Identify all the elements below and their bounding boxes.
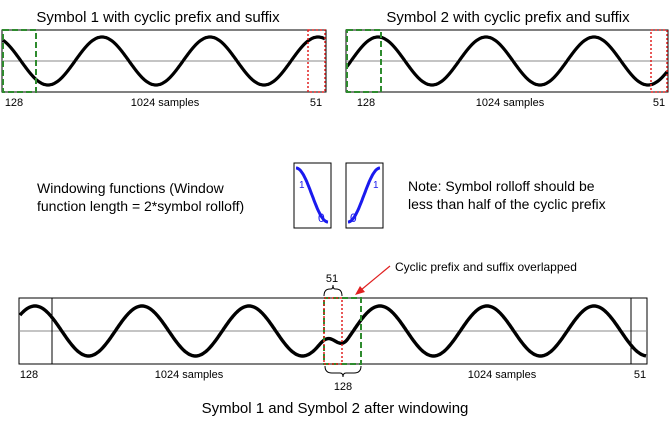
combined-suffix-label: 51 <box>634 369 646 381</box>
panel-1-prefix-label: 128 <box>5 97 23 109</box>
panel-2-length-label: 1024 samples <box>476 97 545 109</box>
brace-top <box>323 284 343 297</box>
panel-2-prefix-box <box>346 29 382 93</box>
panel-2-waveform <box>345 35 669 87</box>
combined-panel: Cyclic prefix and suffix overlapped 51 1… <box>18 260 648 417</box>
note-line-2: less than half of the cyclic prefix <box>408 196 606 212</box>
combined-waveform <box>18 304 647 358</box>
panel-1-title: Symbol 1 with cyclic prefix and suffix <box>36 9 280 26</box>
panel-symbol-2: Symbol 2 with cyclic prefix and suffix 1… <box>345 9 669 109</box>
panel-1-prefix-box <box>2 29 37 93</box>
panel-1-length-label: 1024 samples <box>131 97 200 109</box>
overlap-arrow-line <box>360 265 391 291</box>
rising-window-frame <box>345 162 384 229</box>
combined-length-label-1: 1024 samples <box>155 369 224 381</box>
combined-prefix-box <box>323 297 362 365</box>
panel-1-suffix-label: 51 <box>310 97 322 109</box>
combined-suffix-box <box>323 297 343 365</box>
rising-window-function: 1 0 <box>345 162 384 229</box>
windowing-text-line-2: function length = 2*symbol rolloff) <box>37 198 244 214</box>
panel-1-waveform <box>2 35 326 87</box>
note-line-1: Note: Symbol rolloff should be <box>408 178 595 194</box>
falling-window-curve <box>295 166 329 224</box>
panel-symbol-1: Symbol 1 with cyclic prefix and suffix 1… <box>1 9 327 109</box>
falling-window-function: 1 0 <box>293 162 332 229</box>
brace-bottom-label: 128 <box>334 381 352 393</box>
panel-2-prefix-label: 128 <box>357 97 375 109</box>
windowing-section: Windowing functions (Window function len… <box>37 162 606 229</box>
rising-window-bottom-label: 0 <box>350 211 357 225</box>
panel-2-suffix-label: 51 <box>653 97 665 109</box>
falling-window-frame <box>293 162 332 229</box>
panel-2-suffix-box <box>650 29 668 93</box>
rising-window-curve <box>347 166 381 224</box>
falling-window-top-label: 1 <box>299 180 305 191</box>
combined-caption: Symbol 1 and Symbol 2 after windowing <box>202 400 469 417</box>
overlap-annotation: Cyclic prefix and suffix overlapped <box>395 260 577 274</box>
windowing-text-line-1: Windowing functions (Window <box>37 180 225 196</box>
panel-2-title: Symbol 2 with cyclic prefix and suffix <box>386 9 630 26</box>
overlap-arrow-head <box>355 286 365 295</box>
panel-1-suffix-box <box>307 29 326 93</box>
rising-window-top-label: 1 <box>373 180 379 191</box>
combined-prefix-label: 128 <box>20 369 38 381</box>
falling-window-bottom-label: 0 <box>318 211 325 225</box>
brace-top-label: 51 <box>326 273 338 285</box>
brace-bottom <box>324 365 362 378</box>
combined-length-label-2: 1024 samples <box>468 369 537 381</box>
